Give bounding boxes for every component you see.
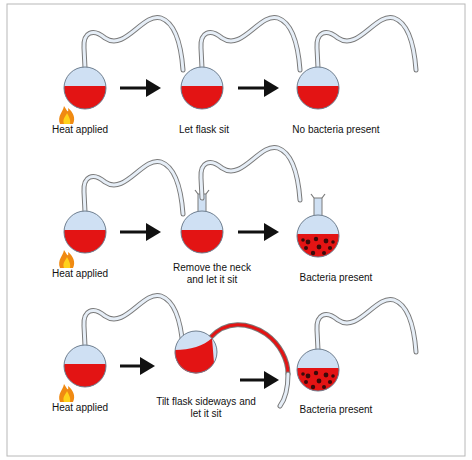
caption: Remove the neck and let it sit [166,262,258,286]
arrow [238,87,276,90]
swan-neck-flask [59,161,183,268]
arrow [238,231,276,234]
swan-neck-flask [296,17,416,110]
swan-neck-flask [180,17,300,110]
caption: Heat applied [35,402,125,414]
flask-neck-removed [180,147,300,254]
caption: No bacteria present [281,124,391,136]
caption: Heat applied [35,268,125,280]
frame [7,4,465,456]
contaminated-flask [296,299,416,392]
caption: Bacteria present [281,404,391,416]
arrow [120,231,158,234]
caption: Let flask sit [159,124,249,136]
arrow [120,365,152,368]
contaminated-flask [296,194,340,258]
caption: Tilt flask sideways and let it sit [154,396,258,420]
swan-neck-flask [59,295,183,402]
swan-neck-flask [59,17,183,124]
tilted-flask [175,325,288,406]
arrow [120,87,158,90]
caption: Heat applied [35,124,125,136]
arrow [240,379,276,382]
caption: Bacteria present [281,272,391,284]
